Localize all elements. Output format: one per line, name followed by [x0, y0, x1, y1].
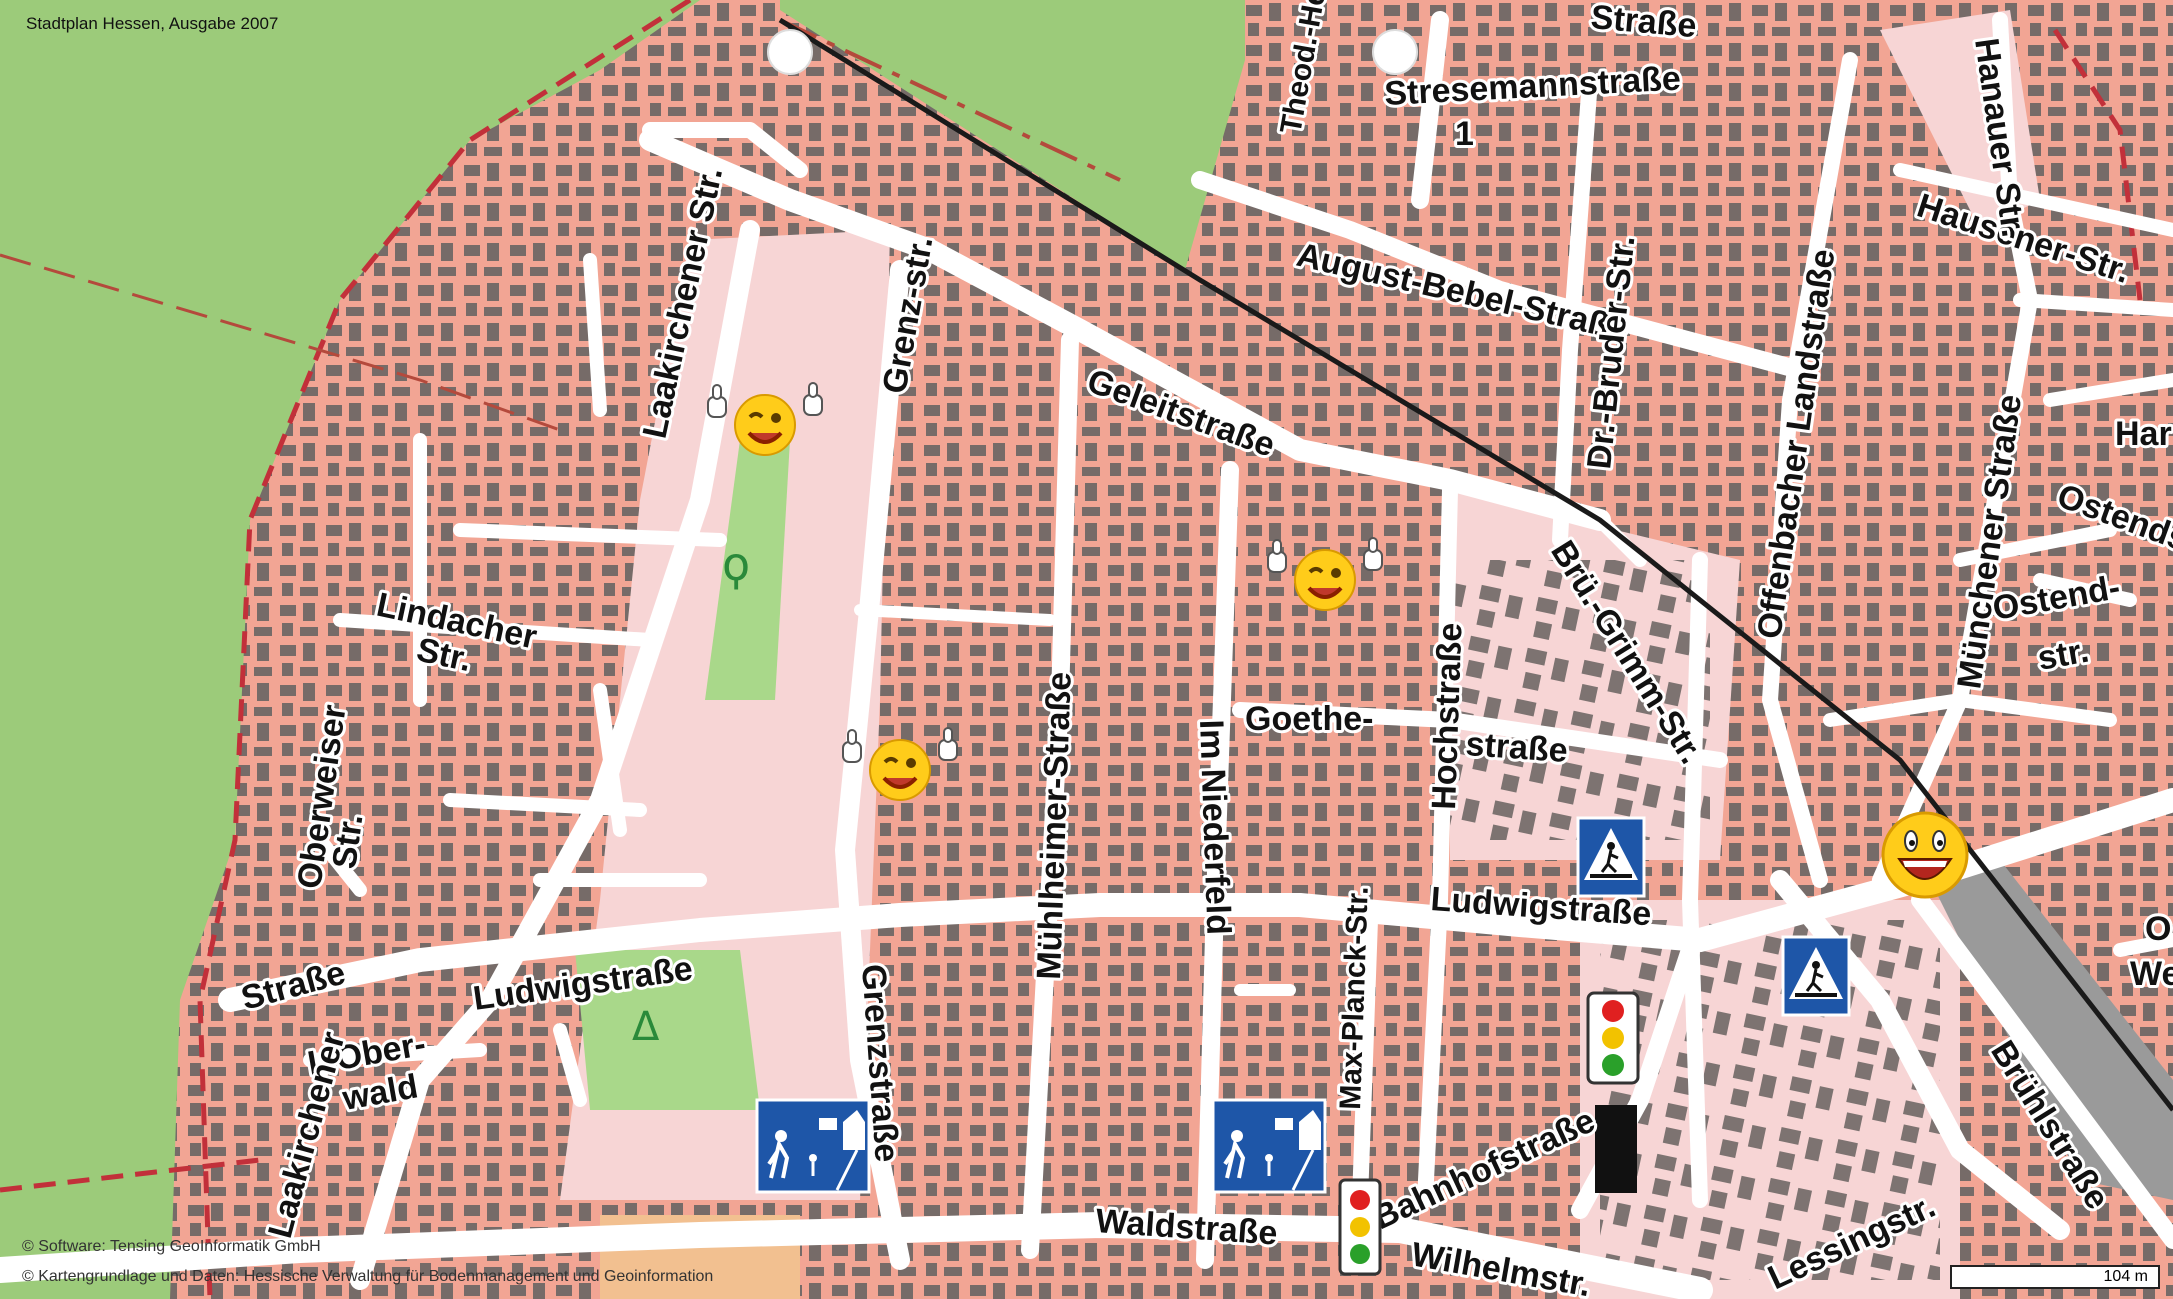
park-symbol: ϙ — [722, 537, 750, 591]
building-block — [1595, 1105, 1637, 1193]
pedestrian-crossing-sign-icon[interactable] — [1576, 816, 1646, 898]
wink-thumbs-up-smiley-icon[interactable] — [707, 382, 823, 456]
forest-area — [0, 0, 700, 1299]
street-label: Goethe- — [1245, 700, 1373, 738]
street-label: straße — [1464, 725, 1568, 770]
street-label: Im Niederfeld — [1192, 719, 1237, 936]
district-boundary — [2052, 28, 2143, 301]
street-label: str. — [2035, 632, 2092, 678]
playground-symbol: Δ — [632, 1004, 660, 1050]
wink-thumbs-up-smiley-icon[interactable] — [842, 727, 958, 801]
pedestrian-crossing-sign-icon[interactable] — [1781, 935, 1851, 1017]
street-label: We — [2130, 955, 2173, 993]
living-street-sign-icon[interactable] — [755, 1098, 871, 1194]
traffic-light-icon[interactable] — [1586, 991, 1640, 1085]
software-credit: © Software: Tensing GeoInformatik GmbH — [22, 1238, 321, 1255]
municipal-boundary — [779, 18, 1121, 182]
park-area — [705, 440, 790, 700]
road-network — [0, 11, 2173, 1299]
park-area — [575, 950, 760, 1110]
wink-thumbs-up-smiley-icon[interactable] — [1267, 537, 1383, 611]
street-label: 1 — [1455, 115, 1474, 153]
street-label: Hochstraße — [1425, 622, 1470, 810]
district-boundary — [0, 1157, 261, 1193]
laughing-smiley-icon[interactable] — [1881, 811, 1969, 899]
punch-hole — [1372, 29, 1418, 75]
street-label: Har — [2115, 415, 2172, 453]
traffic-light-icon[interactable] — [1338, 1178, 1382, 1276]
railway-line — [778, 17, 2173, 1112]
scale-bar: 104 m — [1950, 1265, 2160, 1289]
forest-area-top-mid — [780, 0, 1245, 270]
street-label: Str. — [325, 812, 370, 872]
street-label: O — [2145, 910, 2171, 948]
public-area-buildings — [1600, 920, 1940, 1280]
punch-hole — [767, 29, 813, 75]
railway-yard — [1930, 860, 2173, 1200]
living-street-sign-icon[interactable] — [1211, 1098, 1327, 1194]
data-credit: © Kartengrundlage und Daten: Hessische V… — [22, 1268, 714, 1285]
map-title: Stadtplan Hessen, Ausgabe 2007 — [26, 14, 279, 33]
public-area-buildings — [1450, 560, 1710, 840]
municipal-boundary — [0, 253, 561, 432]
street-label: Max-Planck-Str. — [1334, 886, 1375, 1110]
